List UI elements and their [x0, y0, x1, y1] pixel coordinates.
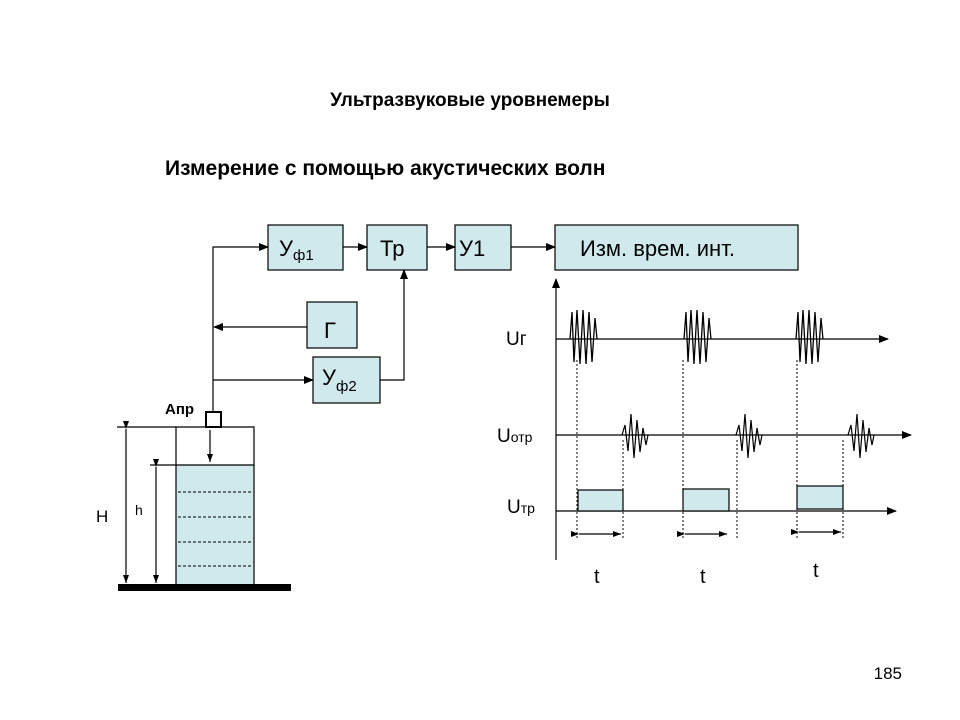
dimension-H — [117, 421, 176, 583]
block-generator: Г — [306, 301, 358, 349]
tank — [118, 426, 291, 591]
signal-label-utr: Uтр — [507, 497, 535, 518]
signal-label-ug: Uг — [506, 329, 527, 350]
block-uf1: Уф1 — [267, 224, 344, 271]
svg-text:Тр: Тр — [380, 236, 404, 261]
block-interval-meter: Изм. врем. инт. — [554, 224, 799, 271]
sensor-label: Апр — [165, 401, 194, 418]
signal-label-uotr: Uотр — [497, 426, 533, 447]
svg-text:Уф2: Уф2 — [322, 365, 357, 395]
sensor — [205, 411, 222, 462]
generator-bursts — [569, 309, 824, 365]
dimension-h — [150, 459, 176, 583]
echo-bursts — [621, 413, 875, 459]
page-number: 185 — [873, 664, 902, 683]
svg-text:Уф1: Уф1 — [279, 236, 314, 264]
utr-pulses — [577, 485, 844, 512]
svg-text:Изм. врем. инт.: Изм. врем. инт. — [580, 236, 735, 261]
interval-arrows — [571, 529, 841, 537]
label-H: Н — [96, 507, 108, 526]
timing-guides — [576, 360, 844, 540]
svg-text:Г: Г — [324, 318, 336, 343]
page-subtitle: Измерение с помощью акустических волн — [165, 157, 606, 180]
block-tr: Тр — [366, 224, 428, 271]
svg-text:У1: У1 — [459, 236, 485, 261]
connection-lines — [212, 243, 556, 412]
block-uf2: Уф2 — [312, 356, 381, 404]
interval-label-1: t — [594, 566, 600, 588]
interval-label-3: t — [813, 560, 819, 582]
block-u1: У1 — [454, 224, 512, 271]
page-title: Ультразвуковые уровнемеры — [330, 90, 610, 111]
interval-label-2: t — [700, 566, 706, 588]
label-h: h — [135, 502, 143, 518]
